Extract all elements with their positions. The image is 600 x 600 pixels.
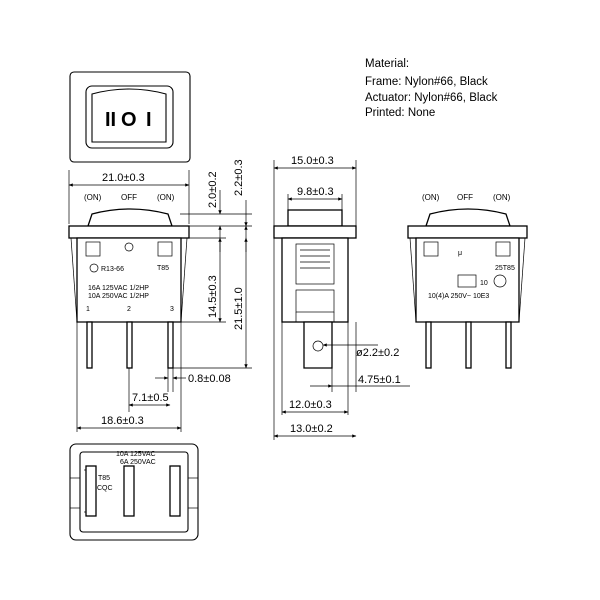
material-printed: Printed: None [365,107,435,119]
approval-mark [493,274,507,288]
bottom-terminal-1 [85,465,97,517]
front-marking-temp: T85 [157,265,169,272]
svg-text:μ: μ [458,250,462,257]
rear-pos-left: (ON) [422,193,440,202]
actuator-symbol-right: I [146,109,152,131]
side-flange [273,225,357,239]
dim-total-height: 21.5±1.0 [233,287,245,330]
dim-width-top: 21.0±0.3 [102,172,145,184]
dim-width-pins: 18.6±0.3 [101,415,144,427]
terminal-label-1: 1 [86,306,90,313]
rear-actuator [425,208,511,227]
rear-rating: 10(4)A 250V~ 10E3 [428,293,489,300]
bottom-terminal-3 [169,465,181,517]
dim-pin-thickness: 0.8±0.08 [188,373,231,385]
front-pin-1 [86,321,93,369]
dim-hole: ø2.2±0.2 [356,347,399,359]
bottom-mark: CQC [97,485,113,492]
rear-marking-temp: 25T85 [495,265,515,272]
actuator-symbol-left: II [105,109,116,131]
side-body [281,237,349,323]
rear-flange [407,225,528,239]
dim-side-width: 15.0±0.3 [291,155,334,167]
dim-pin-pitch: 7.1±0.5 [132,392,169,404]
top-view-actuator [91,88,167,143]
side-actuator [287,209,343,227]
top-view-frame [69,71,191,163]
material-notes: Material: Frame: Nylon#66, Black Actuato… [365,58,498,119]
top-view-actuator-outline [85,85,174,149]
front-rating-line2: 10A 250VAC 1/2HP [88,293,149,300]
terminal-label-2: 2 [127,306,131,313]
certification-mark [457,274,477,288]
dim-side-base: 12.0±0.3 [289,399,332,411]
front-pos-right: (ON) [157,193,175,202]
front-rating-line1: 16A 125VAC 1/2HP [88,285,149,292]
front-view: 21.0±0.3 (ON) OFF (ON) R13-66 T85 16A 12… [68,159,252,432]
dim-body-height: 14.5±0.3 [207,275,219,318]
front-pos-center: OFF [121,193,137,202]
bottom-temp: T85 [98,475,110,482]
bottom-rating-line2: 6A 250VAC [120,459,156,466]
side-view: 15.0±0.3 9.8±0.3 ø2.2±0.2 4.75±0.1 12.0±… [273,155,410,440]
terminal-label-3: 3 [170,306,174,313]
material-actuator: Actuator: Nylon#66, Black [365,92,498,104]
bottom-view: 10A 125VAC 6A 250VAC T85 CQC [69,443,199,541]
rear-marking-cycles: 10 [480,280,488,287]
rear-body [415,237,520,323]
dim-side-inner: 9.8±0.3 [297,186,334,198]
actuator-symbol-center: O [121,109,137,131]
front-pos-left: (ON) [84,193,102,202]
material-frame: Frame: Nylon#66, Black [365,76,488,88]
front-pin-2 [126,321,133,369]
front-actuator [87,208,173,227]
bottom-rating-line1: 10A 125VAC [116,451,156,458]
front-pin-3 [167,321,174,369]
dim-tab-width: 4.75±0.1 [358,374,401,386]
rear-pin-1 [425,321,432,369]
front-marking-code: R13-66 [101,266,124,273]
material-title: Material: [365,58,409,70]
dim-flange-height: 2.2±0.3 [233,159,245,196]
rear-pin-2 [465,321,472,369]
dim-side-total: 13.0±0.2 [290,423,333,435]
rear-pos-center: OFF [457,193,473,202]
front-flange [68,225,190,239]
bottom-terminal-2 [123,465,135,517]
top-view: II O I [69,71,191,163]
rear-pos-right: (ON) [493,193,511,202]
dim-actuator-height: 2.0±0.2 [207,171,219,208]
rear-view: (ON) OFF (ON) μ 25T85 10 10(4)A 250V~ 10… [407,193,528,369]
rear-pin-3 [505,321,512,369]
